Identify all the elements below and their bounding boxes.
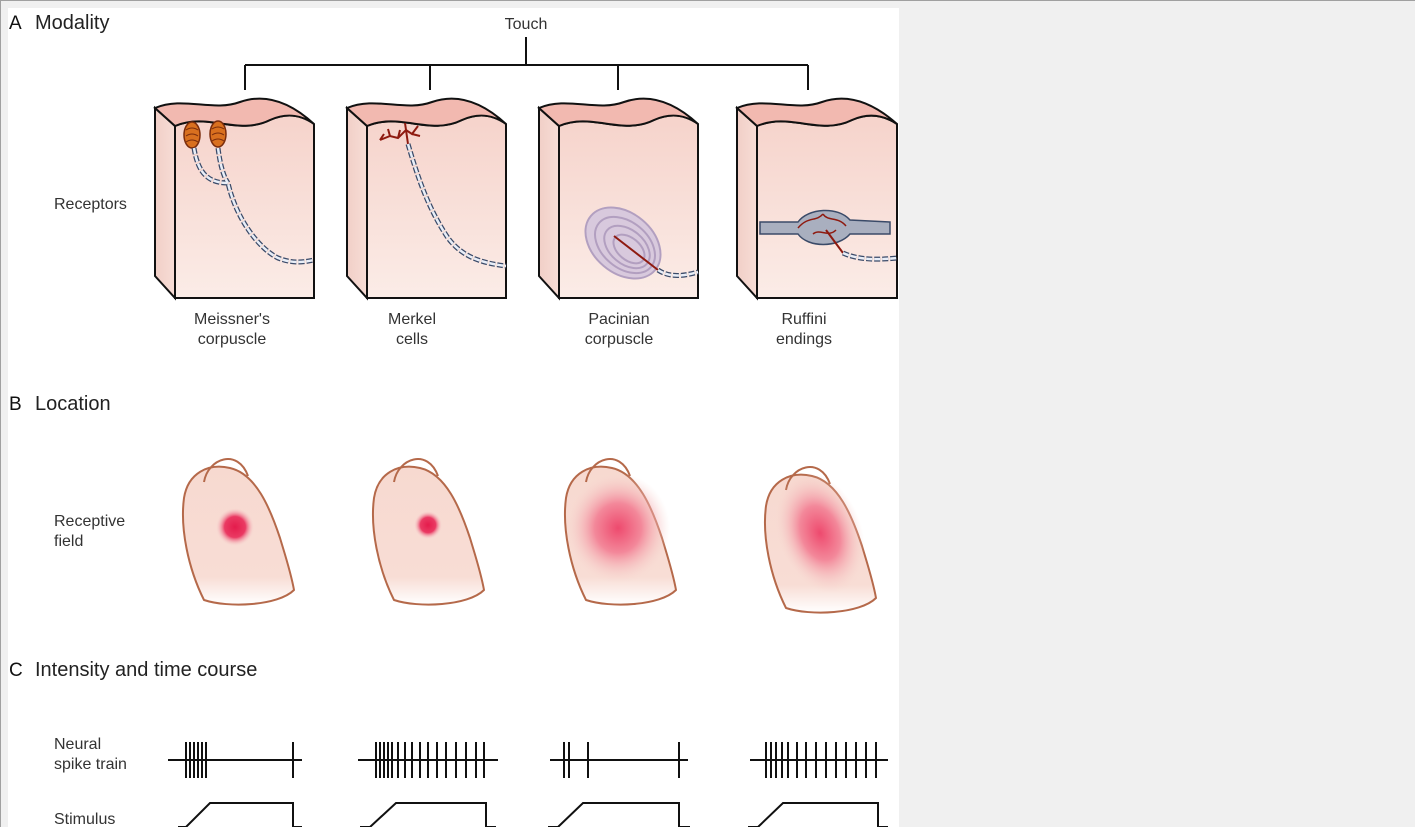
stimulus-trace-meissner	[178, 803, 302, 827]
skin-block-pacinian	[539, 99, 698, 298]
stimulus-trace-merkel	[360, 803, 496, 827]
receptor-caption-pacinian-2: corpuscle	[585, 331, 654, 348]
receptive-field-spot-pacinian	[566, 473, 670, 583]
touch-receptors-figure: A Modality Touch Receptors	[8, 8, 899, 827]
skin-block-ruffini	[737, 99, 897, 298]
receptor-caption-merkel-1: Merkel	[388, 311, 436, 328]
row-label-receptive-1: Receptive	[54, 513, 125, 530]
section-a-letter: A	[9, 13, 22, 34]
fingertip-ruffini	[759, 460, 880, 612]
row-label-receptive-2: field	[54, 533, 83, 550]
stimulus-trace-pacinian	[548, 803, 690, 827]
spike-train-pacinian	[550, 742, 688, 778]
receptive-field-spot-merkel	[414, 511, 442, 539]
receptor-caption-merkel-2: cells	[396, 331, 428, 348]
fingertip-merkel	[373, 459, 484, 605]
spike-train-merkel	[358, 742, 498, 778]
skin-block-meissner	[155, 99, 314, 298]
stimulus-trace-ruffini	[748, 803, 888, 827]
section-a-title: Modality	[35, 12, 109, 34]
fingertip-pacinian	[565, 459, 676, 605]
section-c-title: Intensity and time course	[35, 659, 257, 681]
row-label-spike-2: spike train	[54, 756, 127, 773]
touch-label: Touch	[505, 16, 548, 33]
modality-tree	[245, 37, 808, 90]
figure-canvas: A Modality Touch Receptors	[8, 8, 899, 827]
receptor-caption-pacinian-1: Pacinian	[588, 311, 649, 328]
row-label-receptors: Receptors	[54, 196, 127, 213]
receptor-caption-ruffini-1: Ruffini	[781, 311, 826, 328]
receptor-caption-meissner-2: corpuscle	[198, 331, 267, 348]
receptor-caption-meissner-1: Meissner's	[194, 311, 270, 328]
row-label-stimulus: Stimulus	[54, 811, 115, 827]
skin-block-merkel	[347, 99, 506, 298]
row-label-spike-1: Neural	[54, 736, 101, 753]
section-b-letter: B	[9, 394, 22, 415]
spike-train-meissner	[168, 742, 302, 778]
section-c-letter: C	[9, 660, 23, 681]
receptor-caption-ruffini-2: endings	[776, 331, 832, 348]
spike-train-ruffini	[750, 742, 888, 778]
receptive-field-spot-meissner	[216, 508, 254, 546]
section-b-title: Location	[35, 393, 111, 415]
fingertip-meissner	[183, 459, 294, 605]
